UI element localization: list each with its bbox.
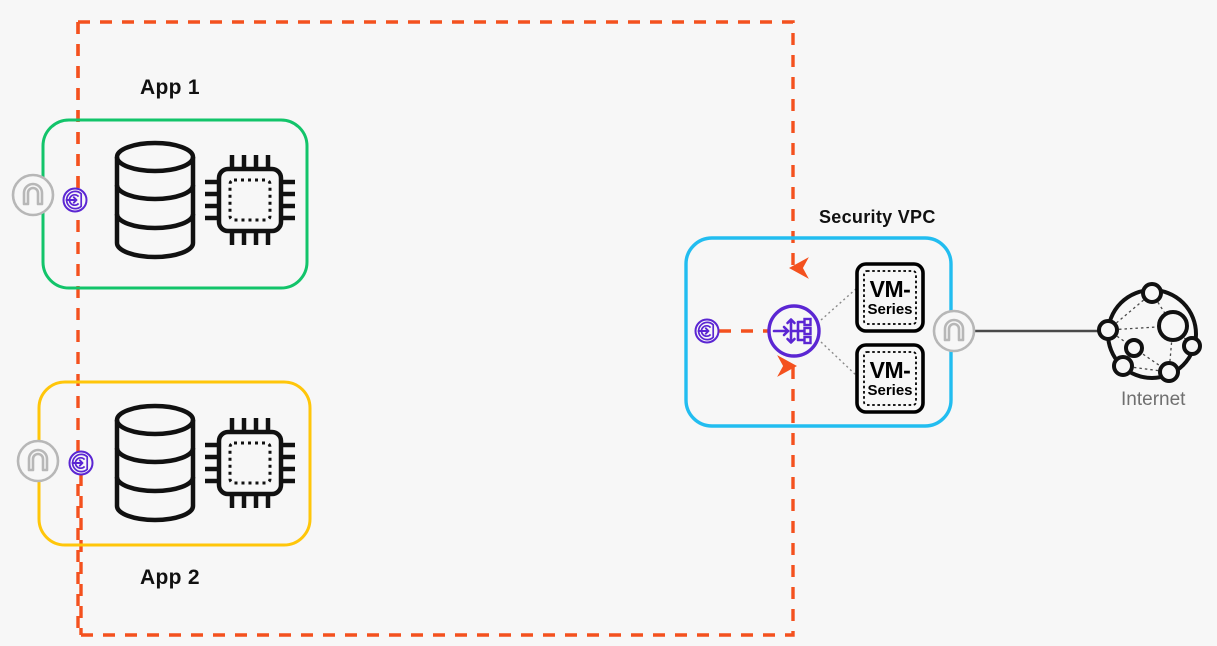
app1-vpc-endpoint-icon[interactable] — [62, 187, 88, 213]
app2-cpu-chip-icon — [205, 418, 295, 508]
gateway-load-balancer-icon[interactable] — [767, 304, 821, 358]
app2-label: App 2 — [140, 566, 200, 589]
vm-series-2-line1: VM- — [869, 357, 911, 383]
vm-series-appliance-2-label: VM- Series — [857, 357, 923, 399]
appliance-links — [820, 287, 858, 377]
vm-series-1-line2: Series — [867, 301, 913, 318]
inspection-traffic-path — [76, 20, 809, 637]
app1-cpu-chip-icon — [205, 155, 295, 245]
internet-label: Internet — [1121, 389, 1186, 410]
app1-transit-gateway-attachment-icon[interactable] — [11, 173, 55, 217]
security-vpc-endpoint-icon[interactable] — [694, 318, 720, 344]
vm-series-appliance-2[interactable] — [855, 343, 925, 414]
vm-series-appliance-1-label: VM- Series — [857, 276, 923, 318]
app1-label: App 1 — [140, 76, 200, 99]
vm-series-appliance-1[interactable] — [855, 262, 925, 333]
security-vpc-internet-gateway-icon[interactable] — [932, 309, 976, 353]
vm-series-2-line2: Series — [867, 382, 913, 399]
app2-vpc-endpoint-icon[interactable] — [68, 450, 94, 476]
vm-series-1-line1: VM- — [869, 276, 911, 302]
internet-globe-icon — [1097, 282, 1202, 383]
security-vpc-label: Security VPC — [819, 207, 936, 227]
app1-database-icon — [114, 140, 196, 260]
app2-database-icon — [114, 403, 196, 523]
app2-transit-gateway-attachment-icon[interactable] — [16, 439, 60, 483]
